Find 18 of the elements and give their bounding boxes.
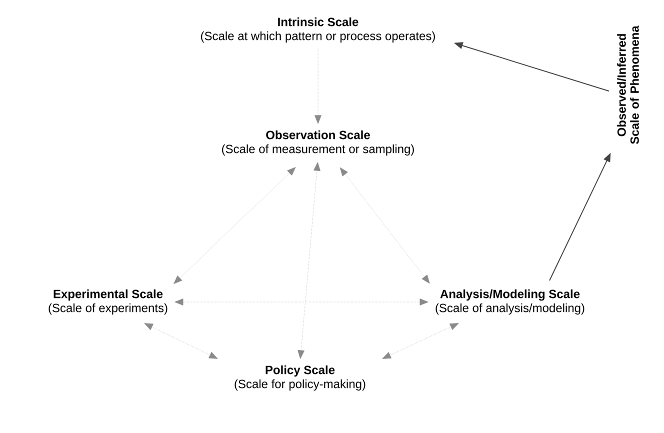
node-label: Observed/Inferred Scale of Phenomena — [617, 26, 639, 144]
scale-description: (Scale of measurement or sampling) — [222, 144, 414, 156]
scale-description: (Scale of experiments) — [48, 303, 168, 315]
arrow — [314, 48, 322, 124]
scale-description: (Scale for policy-making) — [234, 379, 366, 391]
arrow — [174, 167, 296, 284]
arrow — [174, 298, 428, 306]
arrow — [144, 323, 218, 359]
arrow — [382, 323, 459, 359]
scale-title: Intrinsic Scale — [278, 17, 358, 26]
arrow — [340, 167, 430, 284]
scale-title: Policy Scale — [266, 365, 335, 377]
scale-description: (Scale at which pattern or process operates) — [201, 31, 435, 43]
scale-title: Observation Scale — [266, 130, 370, 140]
arrow — [298, 162, 320, 359]
scale-description: (Scale of analysis/modeling) — [436, 303, 584, 315]
scale-title: Experimental Scale — [54, 289, 163, 301]
scale-title: Analysis/Modeling Scale — [440, 289, 580, 301]
